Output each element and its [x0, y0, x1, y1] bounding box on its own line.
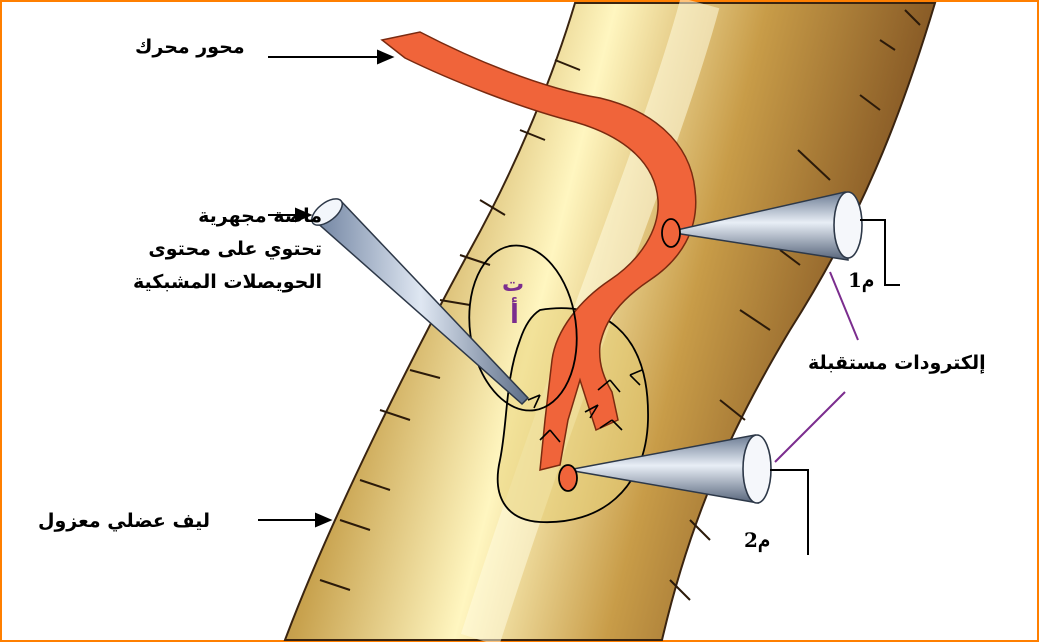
motor-axon-label: محور محرك: [135, 36, 245, 58]
micropipette-label-line-1: ماصة مجهرية: [92, 200, 322, 233]
micropipette-label-line-3: الحويصلات المشبكية: [92, 266, 322, 299]
electrode-2-label: م2: [744, 528, 770, 552]
muscle-fiber-label: ليف عضلي معزول: [38, 510, 210, 532]
micropipette-label: ماصة مجهرية تحتوي على محتوى الحويصلات ال…: [92, 200, 322, 299]
receiving-electrodes-label: إلكترودات مستقبلة: [808, 352, 986, 374]
electrode-1-label: م1: [848, 268, 874, 292]
zone-a-label: أ: [510, 300, 519, 330]
micropipette-label-line-2: تحتوي على محتوى: [92, 233, 322, 266]
zone-t-label: ت: [502, 272, 524, 297]
